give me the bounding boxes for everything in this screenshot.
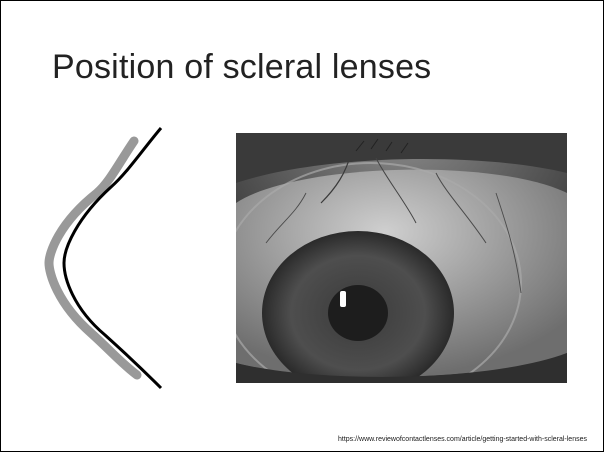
slide-title: Position of scleral lenses [52, 48, 431, 87]
eye-photo-image [236, 133, 567, 383]
eye-photo [236, 133, 567, 383]
source-link[interactable]: https://www.reviewofcontactlenses.com/ar… [338, 436, 587, 443]
lens-profile [49, 141, 137, 375]
scleral-lens-diagram [39, 123, 169, 393]
